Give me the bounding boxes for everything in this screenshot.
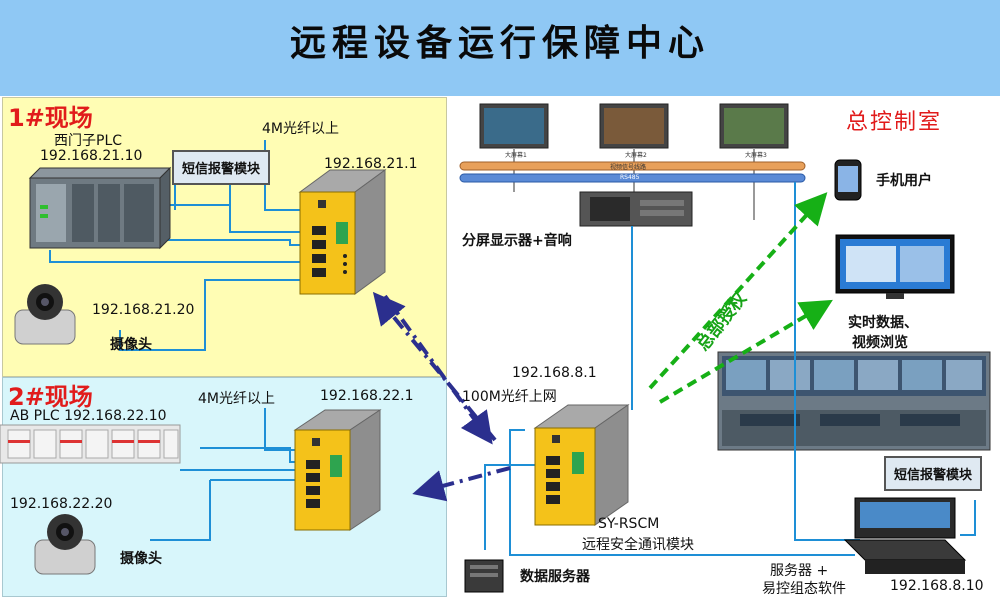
realtime-label-2: 视频浏览	[852, 335, 908, 351]
realtime-label-1: 实时数据、	[848, 315, 918, 331]
rscm-name: SY-RSCM	[598, 516, 660, 532]
server-label-2: 易控组态软件	[762, 581, 846, 597]
screen-label-2: 大屏幕2	[625, 152, 647, 159]
screen-label-1: 大屏幕1	[505, 152, 527, 159]
control-room-photo	[717, 351, 991, 451]
site2-plc-label: AB PLC 192.168.22.10	[10, 408, 167, 424]
gateway-ip: 192.168.8.1	[512, 365, 597, 381]
site2-title: 2#现场	[8, 383, 93, 411]
site1-fiber: 4M光纤以上	[262, 121, 339, 137]
site2-fiber: 4M光纤以上	[198, 391, 275, 407]
screen-label-3: 大屏幕3	[745, 152, 767, 159]
site2-plc-icon	[0, 424, 181, 464]
control-room-title: 总控制室	[846, 110, 943, 135]
page-title: 远程设备运行保障中心	[289, 22, 710, 64]
site1-camera-icon	[14, 284, 76, 345]
site1-module-icon	[298, 169, 387, 295]
site1-camera-label: 摄像头	[110, 337, 152, 353]
site2-module-icon	[293, 409, 382, 531]
site2-camera-icon	[34, 514, 96, 575]
server-ip: 192.168.8.10	[890, 578, 984, 594]
site2-camera-label: 摄像头	[120, 551, 162, 567]
server-cables	[484, 182, 976, 556]
rscm-module-icon	[533, 404, 630, 526]
site1-plc-ip: 192.168.21.10	[40, 148, 143, 164]
wan-arrows	[372, 291, 511, 502]
site1-plc-icon	[28, 166, 172, 250]
mobile-label: 手机用户	[876, 173, 932, 189]
site1-title: 1#现场	[8, 104, 93, 132]
server-label-1: 服务器 +	[770, 563, 829, 579]
realtime-monitor-icon	[835, 234, 955, 299]
big-screens	[479, 103, 789, 220]
server-icon	[843, 497, 967, 574]
bus-label-video: 视频信号线路	[610, 164, 647, 171]
mobile-phone-icon	[834, 159, 862, 201]
data-server-icon	[464, 559, 504, 593]
rscm-desc: 远程安全通讯模块	[582, 537, 694, 553]
header-bar	[0, 0, 1000, 96]
uplink-label: 100M光纤上网	[462, 389, 557, 405]
site1-plc-name: 西门子PLC	[54, 133, 123, 149]
site2-module-ip: 192.168.22.1	[320, 388, 414, 404]
site1-sms-module: 短信报警模块	[172, 150, 271, 185]
signal-buses	[459, 161, 806, 183]
site1-module-ip: 192.168.21.1	[324, 156, 418, 172]
control-sms-module: 短信报警模块	[884, 456, 983, 491]
site1-camera-ip: 192.168.21.20	[92, 302, 195, 318]
splitter-label: 分屏显示器+音响	[462, 233, 572, 249]
splitter-icon	[579, 191, 693, 227]
bus-label-rs485: RS485	[620, 174, 640, 181]
site2-camera-ip: 192.168.22.20	[10, 496, 113, 512]
auth-arrows	[648, 192, 833, 404]
data-server-label: 数据服务器	[520, 569, 590, 585]
